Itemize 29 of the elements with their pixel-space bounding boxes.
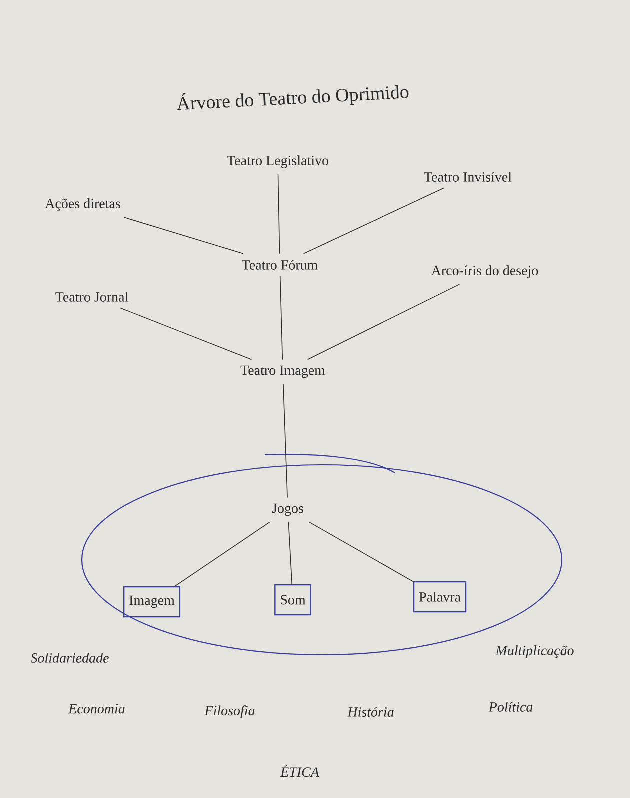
tree-label: Teatro Legislativo: [227, 156, 328, 168]
value-word: Solidariedade: [30, 653, 109, 663]
value-word: ÉTICA: [280, 764, 320, 778]
word-box: Palavra: [413, 581, 467, 613]
tree-label: Teatro Imagem: [240, 366, 326, 378]
connector-line: [309, 522, 414, 582]
value-word: Multiplicação: [496, 646, 574, 658]
value-word: Política: [488, 702, 533, 712]
connector-line: [124, 217, 244, 254]
tree-label: Teatro Fórum: [242, 260, 318, 270]
tree-label: Arco-íris do desejo: [432, 266, 538, 278]
value-word: Filosofia: [204, 706, 255, 718]
connector-line: [288, 522, 293, 585]
title: Árvore do Teatro do Oprimido: [177, 85, 409, 110]
connector-line: [283, 384, 288, 498]
tree-label: Ações diretas: [45, 198, 120, 212]
connector-line: [174, 522, 270, 587]
connector-line: [278, 174, 280, 254]
tree-label: Teatro Invisível: [424, 172, 512, 182]
word-box: Imagem: [123, 586, 181, 618]
tree-label: Teatro Jornal: [56, 292, 128, 302]
connector-line: [303, 188, 445, 254]
connector-line: [120, 308, 252, 360]
tree-label: Jogos: [272, 504, 304, 516]
value-word: História: [348, 707, 394, 717]
connector-line: [280, 276, 284, 360]
connector-line: [307, 284, 460, 360]
word-box: Som: [274, 584, 312, 616]
value-word: Economia: [68, 704, 125, 714]
